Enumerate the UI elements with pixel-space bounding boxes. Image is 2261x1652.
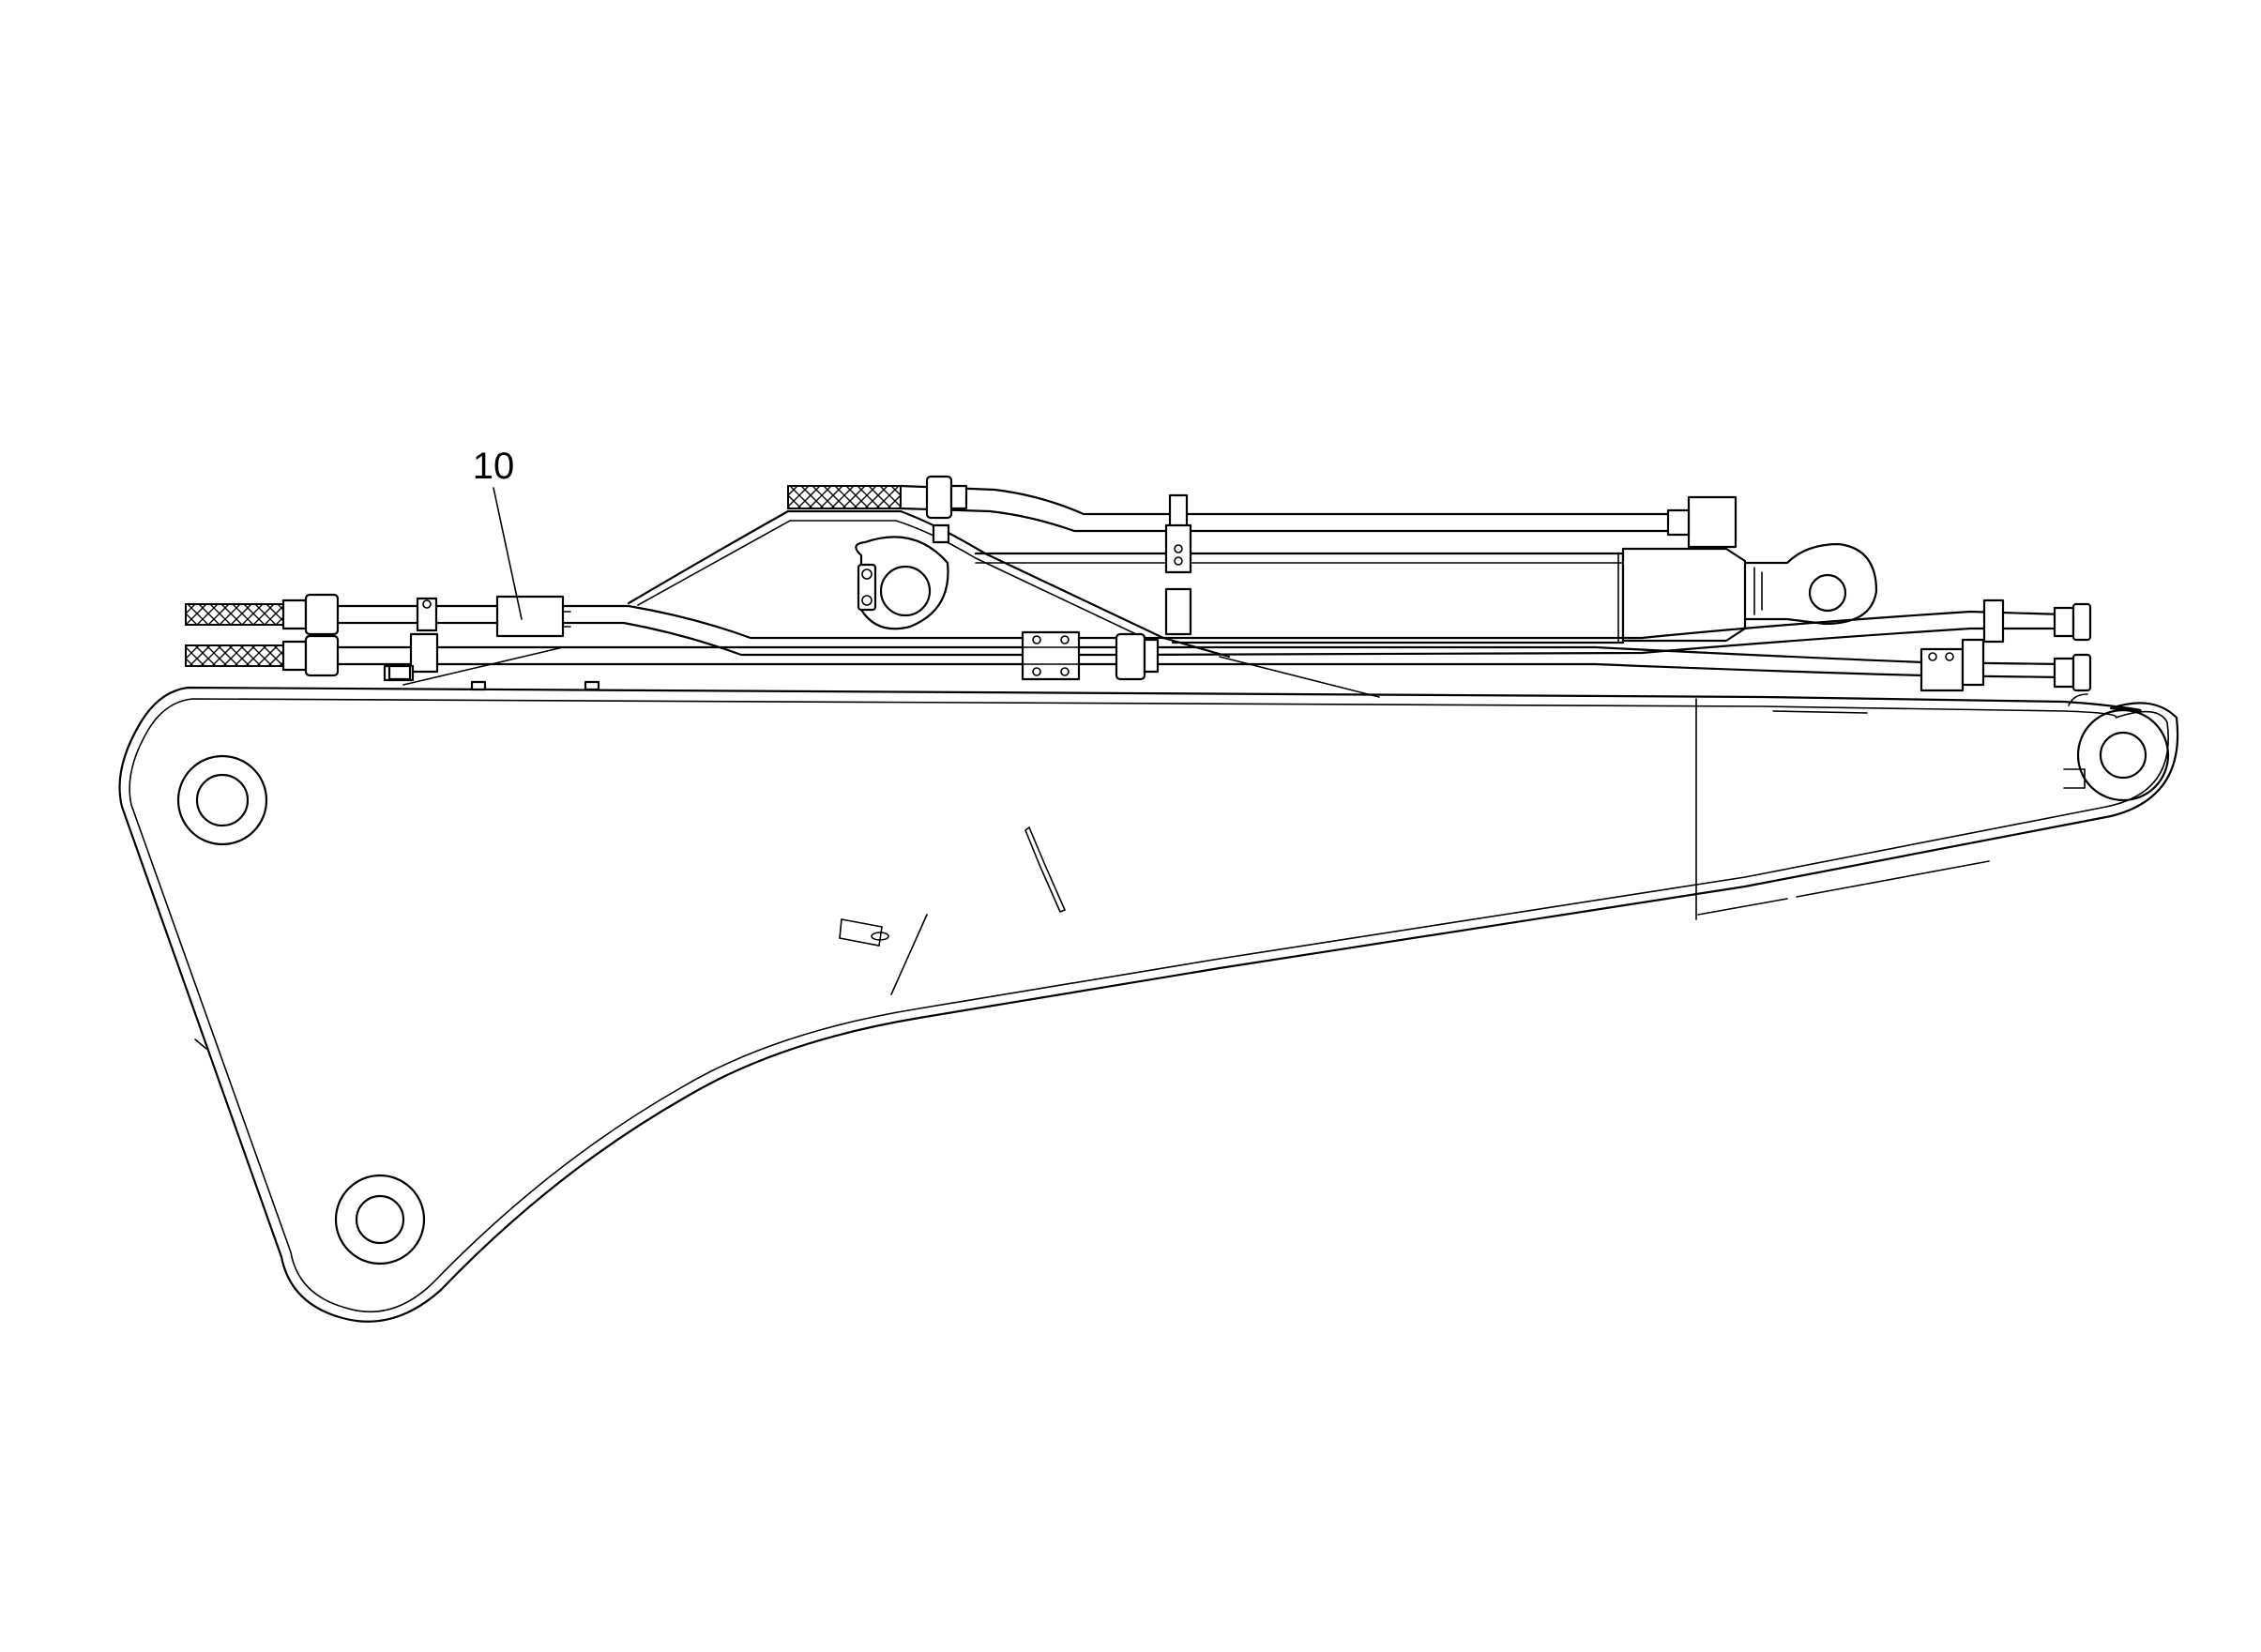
tip-lug-left bbox=[2063, 768, 2086, 789]
boom-outline-inner bbox=[129, 698, 2169, 1313]
fitting-body bbox=[304, 634, 340, 677]
pipe-fitting bbox=[925, 475, 953, 520]
bolt bbox=[1928, 652, 1937, 661]
side-brackets bbox=[839, 826, 1067, 995]
fitting-body-right bbox=[2071, 653, 2092, 692]
taper-transition bbox=[2068, 693, 2088, 706]
tip-pin-hole bbox=[2099, 731, 2147, 780]
flange-bolts bbox=[387, 646, 1380, 698]
lower-pin-boss bbox=[334, 1174, 426, 1266]
fitting-body-right bbox=[2071, 602, 2092, 642]
bolt bbox=[1032, 635, 1041, 644]
bolt bbox=[861, 595, 873, 606]
bolt bbox=[1945, 652, 1954, 661]
fitting-nut bbox=[281, 640, 308, 672]
flange-bolt bbox=[470, 680, 487, 691]
pipe-end-fitting bbox=[1666, 508, 1691, 537]
pipe-upper-line-top bbox=[899, 484, 1686, 516]
pipe-top-route bbox=[561, 604, 2066, 640]
head-port-block bbox=[1687, 495, 1737, 549]
hose-upper bbox=[787, 485, 902, 509]
cylinder-pin-boss bbox=[855, 536, 949, 630]
boom-body bbox=[118, 686, 2179, 1323]
clamp bbox=[409, 632, 439, 674]
cylinder-head bbox=[1621, 547, 1747, 643]
fitting-body bbox=[1115, 632, 1146, 681]
part-10-block bbox=[495, 595, 565, 638]
fitting-body bbox=[304, 593, 340, 636]
bolt bbox=[1032, 667, 1041, 676]
rod-eye-hole bbox=[1808, 573, 1847, 613]
bracket-slot bbox=[871, 932, 889, 941]
pipe-bottom-route bbox=[430, 645, 2066, 666]
edge-notch bbox=[194, 1038, 207, 1050]
bolt bbox=[1174, 544, 1183, 553]
flange-edge bbox=[402, 646, 564, 686]
fitting-nut-right bbox=[2053, 657, 2075, 689]
bolt bbox=[1174, 556, 1183, 566]
pipe-upper-line-bottom bbox=[899, 507, 1686, 533]
foot-pin-hole bbox=[195, 773, 250, 827]
clamp-right bbox=[1961, 638, 1985, 687]
flange-bolt bbox=[387, 664, 412, 681]
pipe-nut bbox=[949, 484, 968, 510]
pipe-upper bbox=[787, 475, 1691, 636]
foot-pin-boss bbox=[176, 754, 268, 846]
fitting-nut bbox=[281, 599, 308, 630]
pipe-clamp-block bbox=[1021, 630, 1081, 681]
callout-10: 10 bbox=[473, 446, 523, 620]
pipe-clamp-block bbox=[1164, 587, 1192, 636]
lock-plate bbox=[857, 563, 877, 612]
boom-outline-outer bbox=[118, 686, 2179, 1323]
pipe-main bbox=[185, 593, 2092, 692]
bolt bbox=[1060, 667, 1070, 676]
bracket-plate bbox=[839, 918, 883, 947]
callout-label: 10 bbox=[473, 446, 515, 487]
flange-bolt bbox=[584, 680, 600, 691]
mount-plate-outline bbox=[627, 509, 1231, 659]
lower-pin-hole bbox=[355, 1194, 405, 1245]
pipe-bottom-route-lower bbox=[430, 662, 2066, 679]
fitting-nut-right bbox=[2053, 606, 2075, 638]
callout-leader bbox=[493, 487, 523, 620]
bolt bbox=[422, 599, 432, 609]
fitting-nut bbox=[1143, 638, 1160, 674]
cylinder-barrel bbox=[974, 552, 1625, 644]
hose-left-bottom bbox=[185, 644, 284, 667]
pipe-bracket bbox=[932, 523, 950, 544]
cylinder-mount bbox=[627, 509, 1231, 659]
mount-plate-inner bbox=[637, 520, 1155, 644]
pivot-holes bbox=[176, 708, 2170, 1266]
bracket-stem bbox=[890, 914, 928, 995]
taper-line-lower bbox=[1697, 860, 1990, 916]
hose-left-top bbox=[185, 603, 284, 626]
tip-pin-boss bbox=[2076, 708, 2170, 802]
cylinder-pin-hole bbox=[879, 565, 932, 617]
taper-line-upper bbox=[1772, 710, 1868, 714]
flange-taper bbox=[1219, 656, 1380, 698]
bolt bbox=[1060, 635, 1070, 644]
hydraulic-cylinder bbox=[974, 495, 1878, 644]
clamp-right-upper bbox=[1982, 599, 2005, 644]
clamp bbox=[416, 597, 438, 632]
bracket-clip bbox=[1024, 826, 1067, 914]
clamp-block-right bbox=[1920, 647, 1965, 692]
bolt bbox=[861, 568, 873, 580]
rod-eye bbox=[1743, 542, 1878, 626]
